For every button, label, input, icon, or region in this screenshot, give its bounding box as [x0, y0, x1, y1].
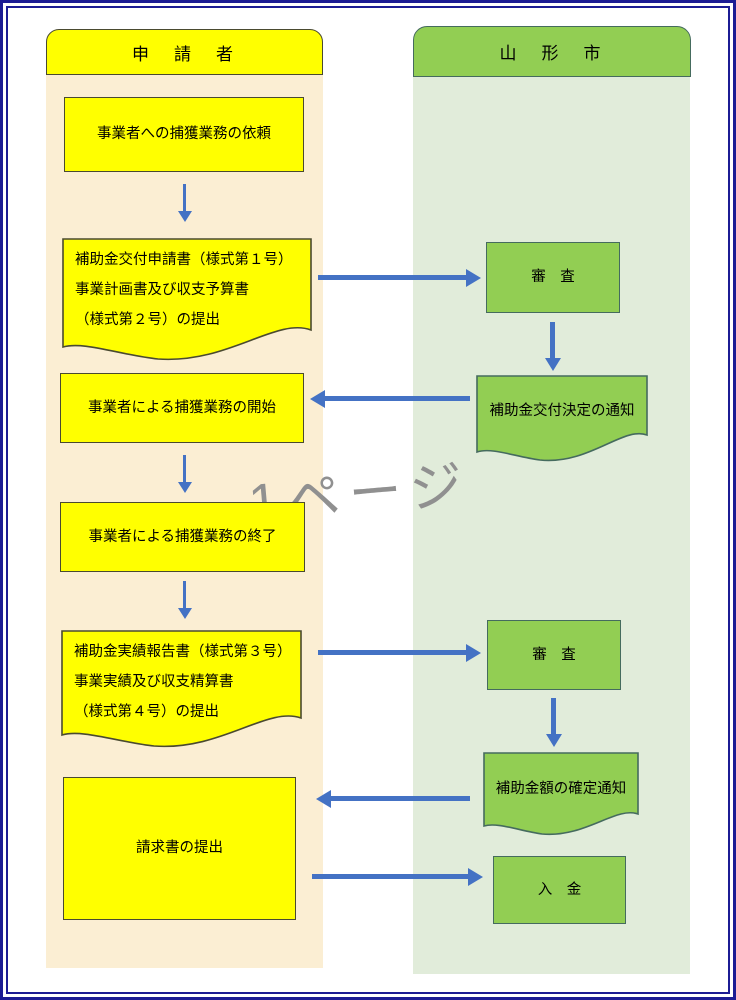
arrow-left-amount-to-invoice-icon — [331, 796, 470, 801]
grant-decision-label: 補助金交付決定の通知 — [489, 402, 635, 419]
document-outline-icon — [61, 630, 302, 748]
arrow-right-application-to-review1-icon — [318, 275, 466, 280]
arrow-right-report-to-review2-icon — [318, 650, 466, 655]
application-document-text: 補助金交付申請書（様式第１号） 事業計画書及び収支予算書 （様式第２号）の提出 — [75, 245, 293, 335]
report-document-text: 補助金実績報告書（様式第３号） 事業実績及び収支精算書 （様式第４号）の提出 — [74, 637, 292, 727]
application-doc-line-1: 補助金交付申請書（様式第１号） — [75, 252, 293, 268]
request-task-label: 事業者への捕獲業務の依頼 — [97, 126, 271, 143]
payment-label: 入 金 — [537, 881, 582, 898]
arrow-down-start-to-end-icon — [183, 455, 186, 482]
report-doc-line-3: （様式第４号）の提出 — [74, 704, 219, 720]
document-outline-icon — [62, 238, 312, 361]
review-2-label: 審 査 — [532, 646, 576, 663]
city-lane-background — [413, 77, 690, 974]
invoice-label: 請求書の提出 — [136, 840, 223, 857]
document-outline-icon — [476, 375, 648, 462]
invoice-box: 請求書の提出 — [63, 777, 296, 920]
capture-start-box: 事業者による捕獲業務の開始 — [60, 373, 304, 443]
review-1-label: 審 査 — [531, 269, 575, 286]
application-document-shape: 補助金交付申請書（様式第１号） 事業計画書及び収支予算書 （様式第２号）の提出 — [62, 238, 312, 361]
amount-confirmation-label: 補助金額の確定通知 — [495, 780, 627, 797]
arrow-down-request-to-application-icon — [183, 184, 186, 211]
grant-decision-document-shape: 補助金交付決定の通知 — [476, 375, 648, 463]
report-doc-line-2: 事業実績及び収支精算書 — [74, 674, 234, 690]
review-1-box: 審 査 — [486, 242, 620, 313]
arrow-down-review1-to-decision-icon — [550, 322, 555, 358]
applicant-lane-header: 申 請 者 — [46, 29, 323, 75]
city-lane-header: 山 形 市 — [413, 26, 691, 77]
payment-box: 入 金 — [493, 856, 626, 924]
arrow-down-end-to-report-icon — [183, 581, 186, 608]
document-outline-icon — [483, 752, 639, 836]
request-task-box: 事業者への捕獲業務の依頼 — [64, 97, 304, 172]
arrow-left-decision-to-start-icon — [325, 396, 470, 401]
application-doc-line-2: 事業計画書及び収支予算書 — [75, 282, 249, 298]
report-doc-line-1: 補助金実績報告書（様式第３号） — [74, 644, 292, 660]
review-2-box: 審 査 — [487, 620, 621, 690]
application-doc-line-3: （様式第２号）の提出 — [75, 312, 220, 328]
applicant-lane-title: 申 請 者 — [132, 44, 237, 64]
arrow-right-invoice-to-payment-icon — [312, 874, 468, 879]
capture-end-label: 事業者による捕獲業務の終了 — [88, 528, 277, 545]
amount-confirmation-document-shape: 補助金額の確定通知 — [483, 752, 639, 836]
city-lane-title: 山 形 市 — [499, 44, 605, 63]
capture-start-label: 事業者による捕獲業務の開始 — [87, 399, 277, 416]
report-document-shape: 補助金実績報告書（様式第３号） 事業実績及び収支精算書 （様式第４号）の提出 — [61, 630, 302, 748]
capture-end-box: 事業者による捕獲業務の終了 — [60, 502, 305, 572]
arrow-down-review2-to-amount-icon — [551, 698, 556, 734]
